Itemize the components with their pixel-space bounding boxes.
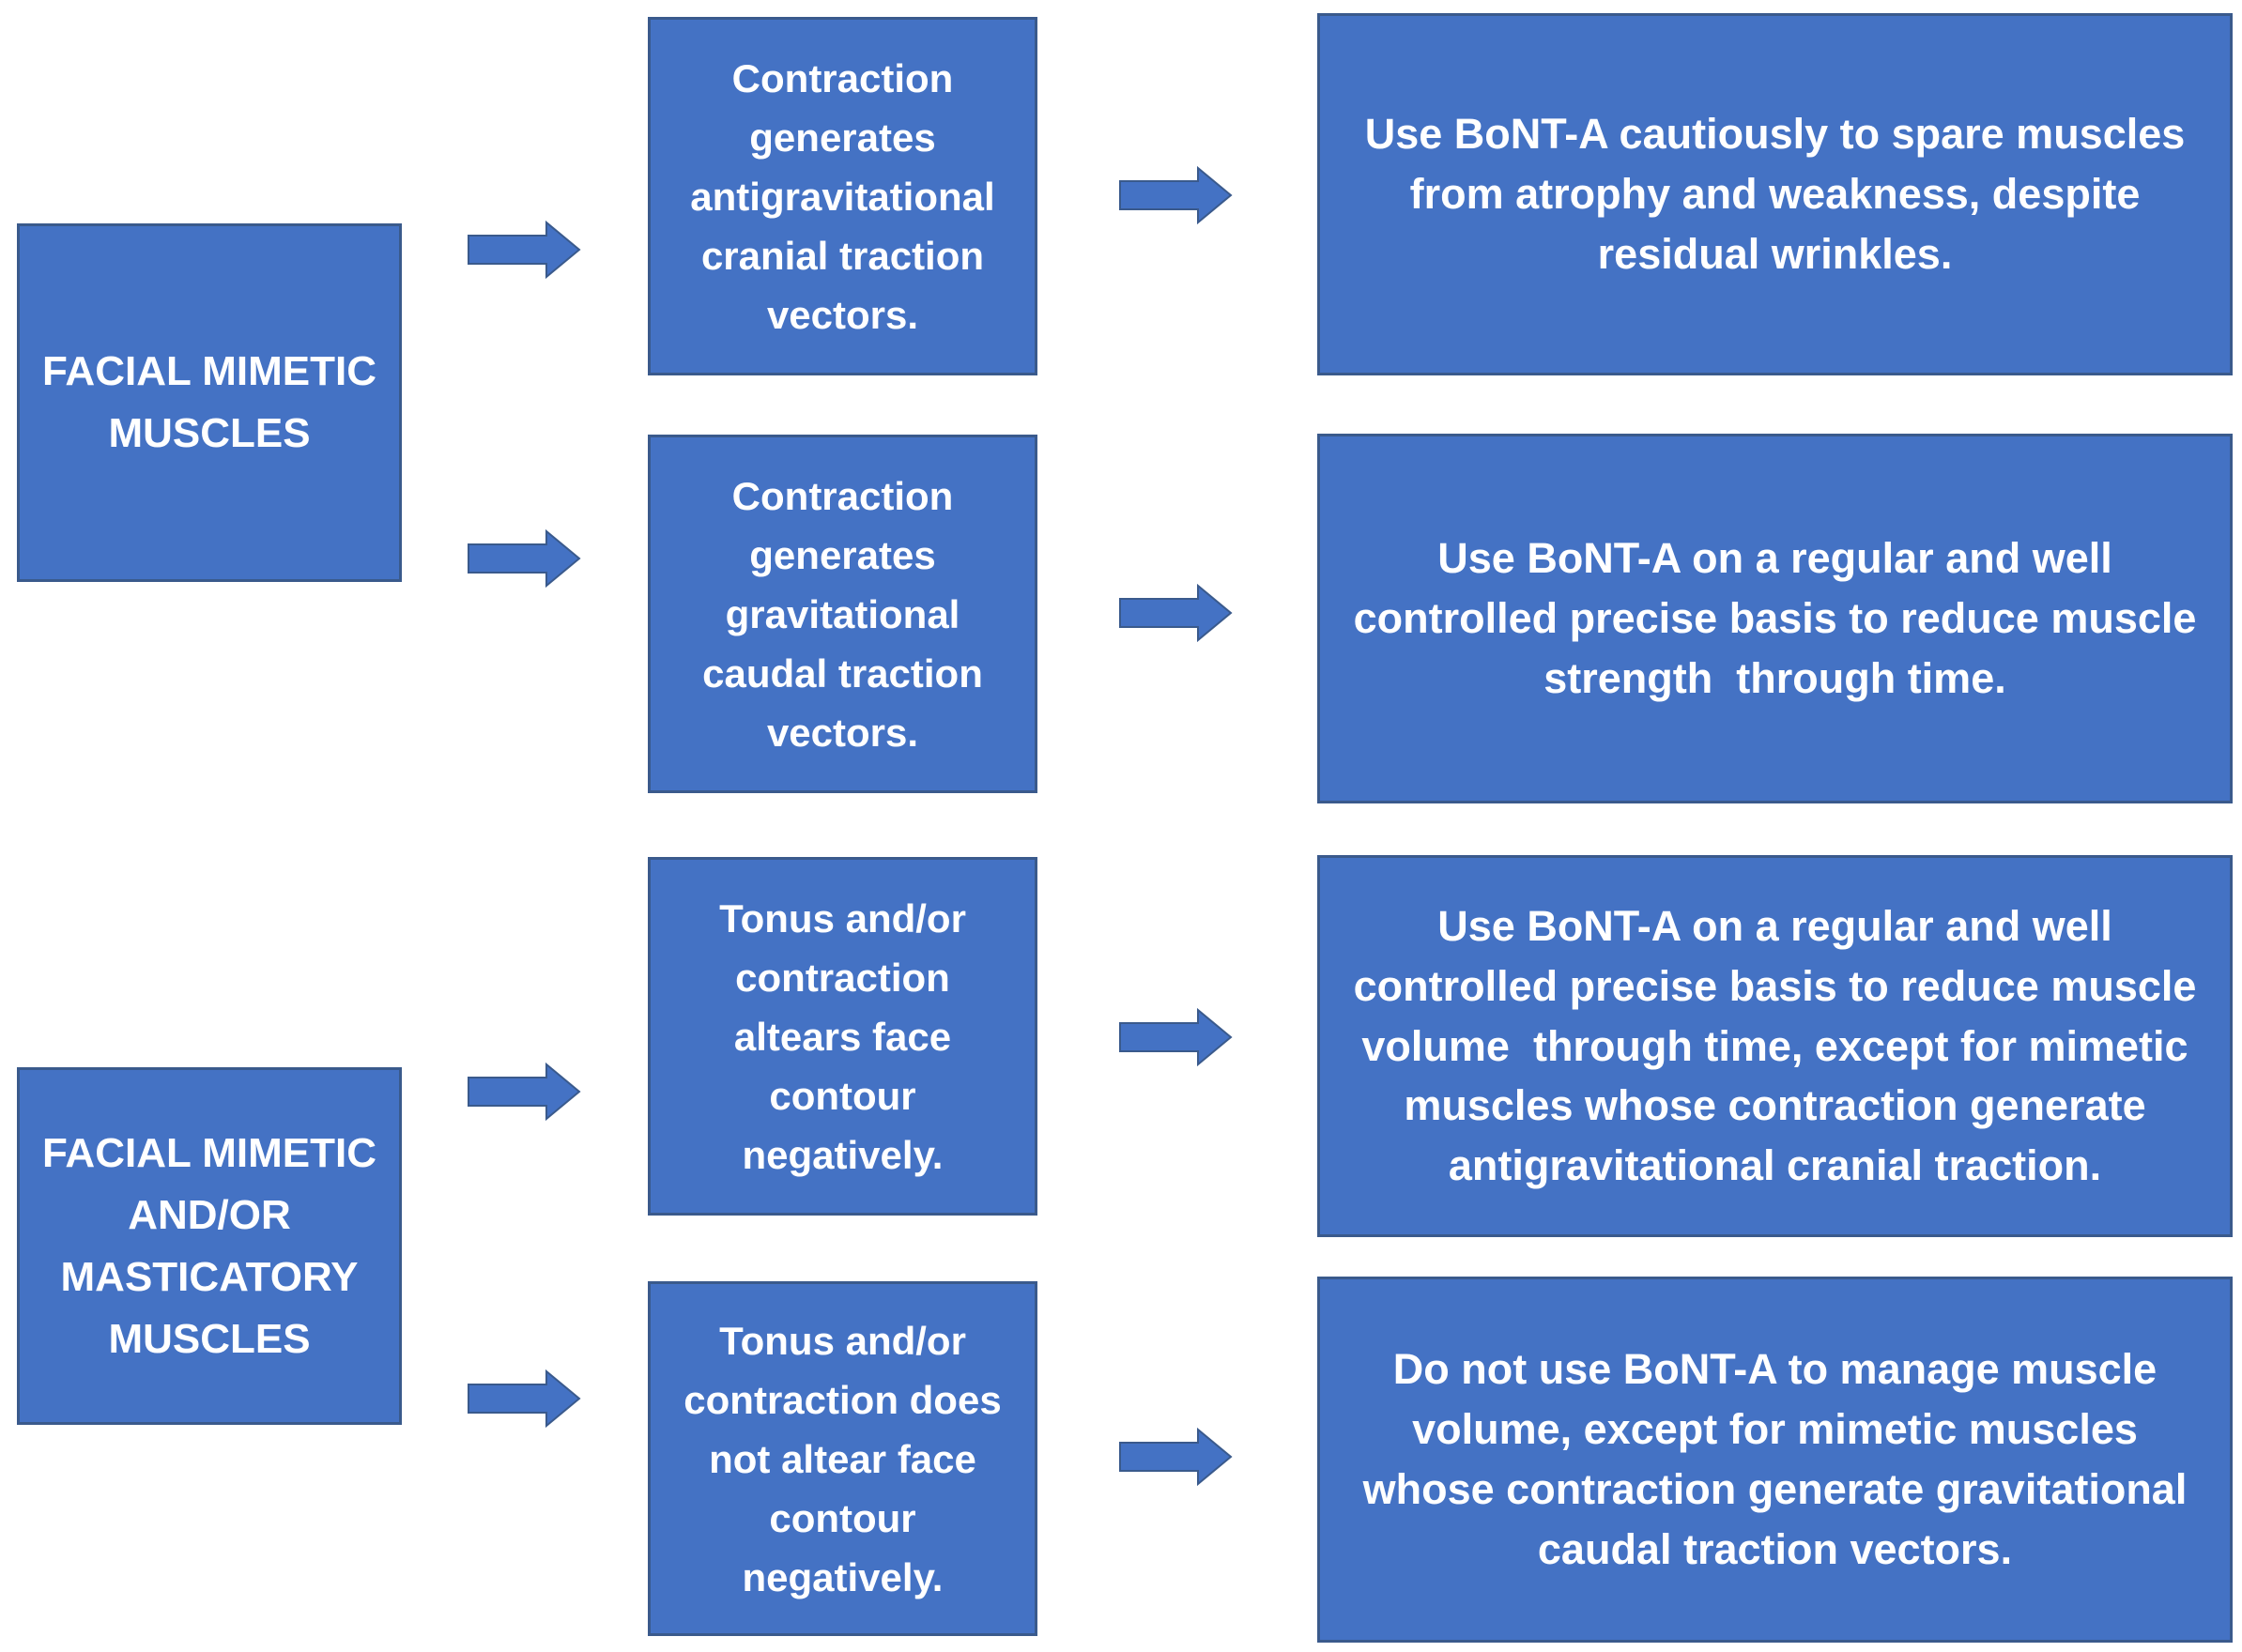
right-arrow-icon: [468, 221, 581, 279]
right-arrow-icon: [468, 1063, 581, 1121]
node-use-bont-a-reduce-volume: Use BoNT-A on a regular and well control…: [1317, 855, 2233, 1237]
node-contraction-gravitational-traction: Contraction generates gravitational caud…: [648, 435, 1037, 793]
right-arrow-icon: [1119, 166, 1233, 224]
node-facial-mimetic-muscles: FACIAL MIMETIC MUSCLES: [17, 223, 402, 582]
right-arrow-icon: [1119, 1428, 1233, 1486]
node-label: Do not use BoNT-A to manage muscle volum…: [1362, 1345, 2199, 1573]
node-label: Use BoNT-A on a regular and well control…: [1353, 901, 2208, 1190]
node-use-bont-a-cautiously: Use BoNT-A cautiously to spare muscles f…: [1317, 13, 2233, 375]
node-label: Contraction generates antigravitational …: [690, 55, 1006, 337]
node-contraction-antigravitational-traction: Contraction generates antigravitational …: [648, 17, 1037, 375]
node-label: FACIAL MIMETIC AND/OR MASTICATORY MUSCLE…: [41, 1129, 387, 1362]
node-label: Tonus and/or contraction altears face co…: [719, 895, 977, 1177]
node-tonus-alters-face-contour: Tonus and/or contraction altears face co…: [648, 857, 1037, 1216]
right-arrow-icon: [1119, 1008, 1233, 1066]
node-use-bont-a-reduce-strength: Use BoNT-A on a regular and well control…: [1317, 434, 2233, 803]
right-arrow-icon: [1119, 584, 1233, 642]
node-label: Tonus and/or contraction does not altear…: [683, 1318, 1013, 1599]
right-arrow-icon: [468, 1369, 581, 1428]
node-label: Use BoNT-A on a regular and well control…: [1353, 534, 2208, 702]
node-label: FACIAL MIMETIC MUSCLES: [41, 348, 389, 456]
node-label: Contraction generates gravitational caud…: [702, 473, 994, 755]
node-label: Use BoNT-A cautiously to spare muscles f…: [1364, 110, 2197, 278]
right-arrow-icon: [468, 529, 581, 588]
node-do-not-use-bont-a-volume: Do not use BoNT-A to manage muscle volum…: [1317, 1277, 2233, 1643]
node-facial-mimetic-and-or-masticatory-muscles: FACIAL MIMETIC AND/OR MASTICATORY MUSCLE…: [17, 1067, 402, 1425]
node-tonus-does-not-alter-face-contour: Tonus and/or contraction does not altear…: [648, 1281, 1037, 1636]
